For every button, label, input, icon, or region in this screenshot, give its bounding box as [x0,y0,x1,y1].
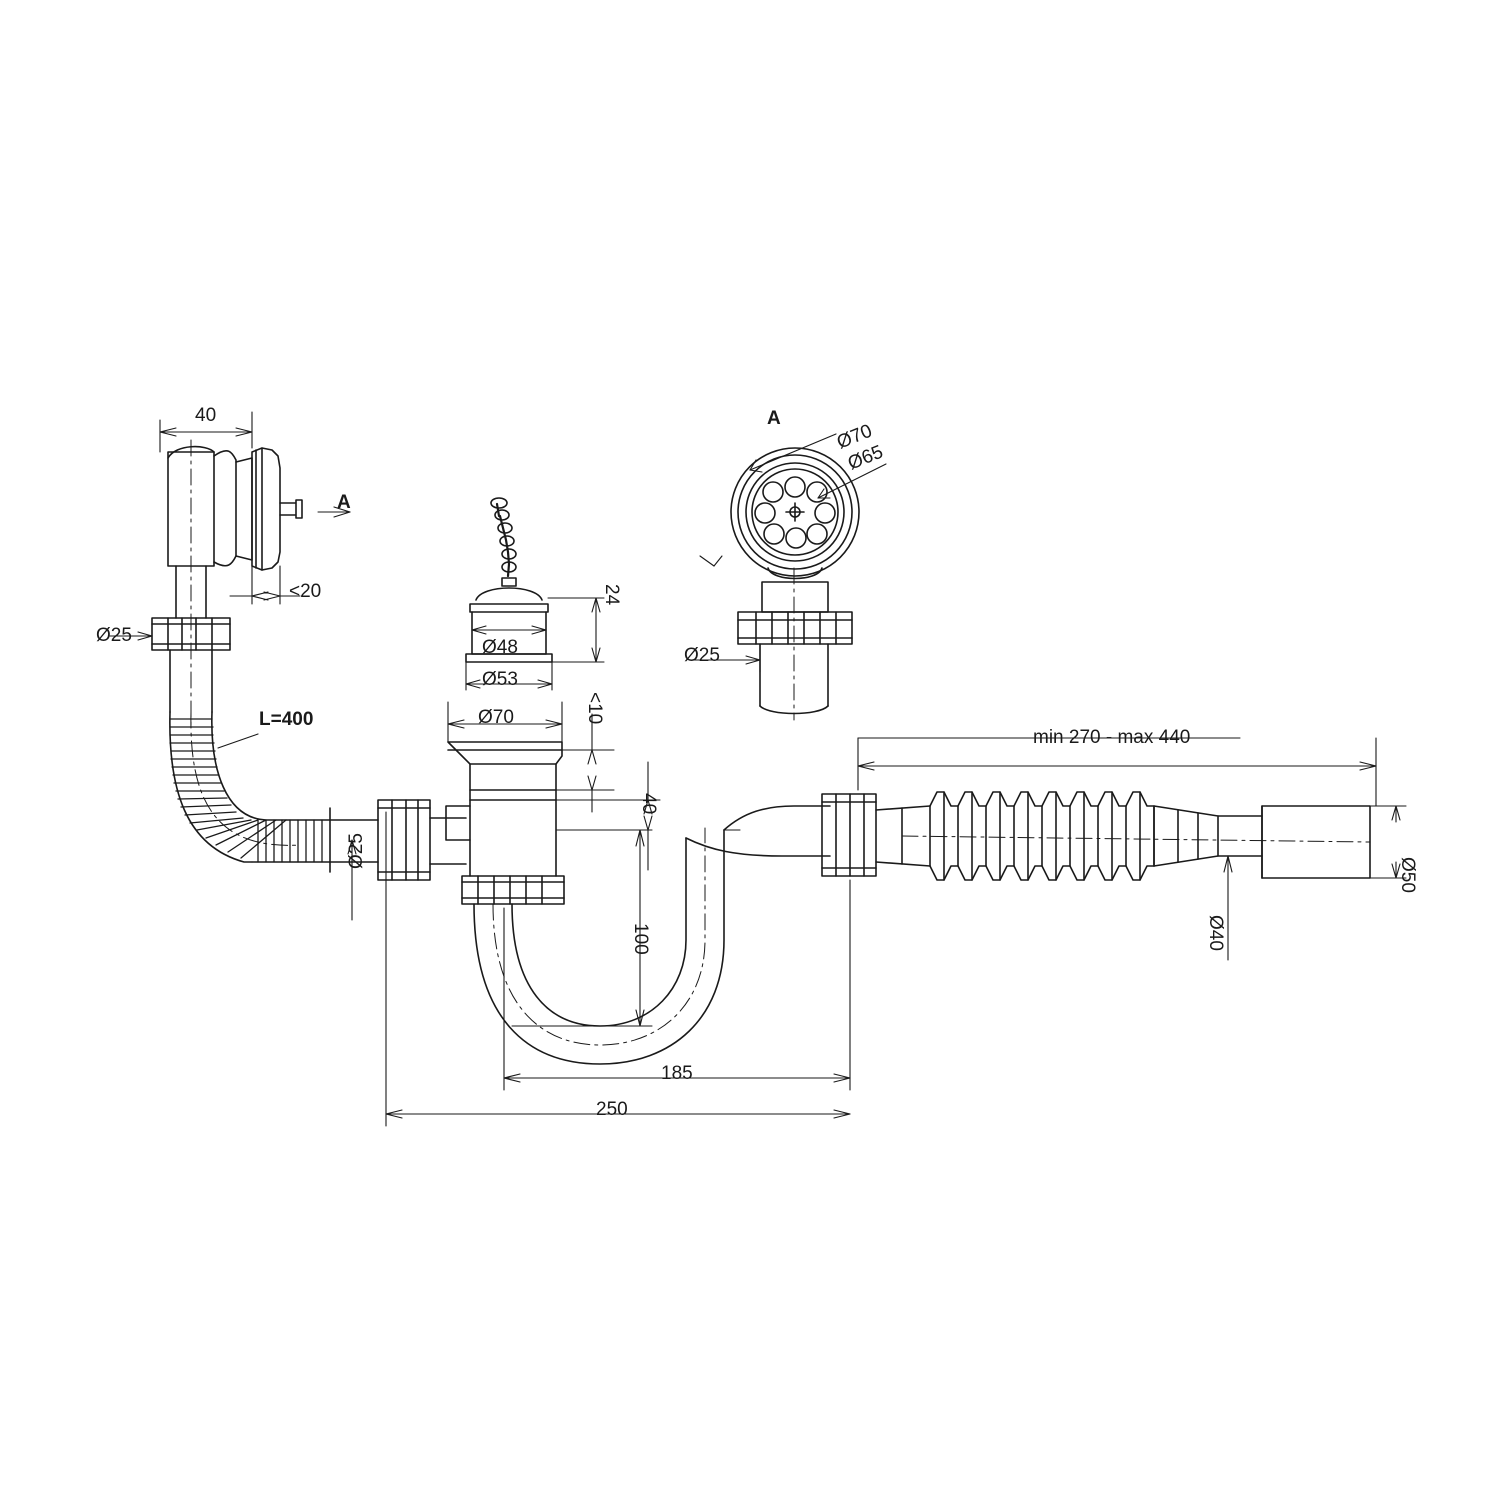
dim-d25-lower-left: Ø25 [346,833,367,869]
dim-d25-section: Ø25 [684,645,720,666]
dim-100: 100 [630,923,651,955]
dimension-lines [109,411,1407,1127]
section-union-nut [737,611,853,645]
dim-40-top: 40 [195,405,217,426]
dim-lt10: <10 [584,692,605,725]
trap-outer [473,829,725,1065]
union-nut-outlet [821,793,877,877]
dim-d48: Ø48 [482,637,518,658]
dim-d53: Ø53 [482,669,518,690]
outlet-pipe-50 [1261,805,1371,879]
dim-185: 185 [661,1063,693,1084]
dim-L400: L=400 [259,709,314,730]
dim-d50: Ø50 [1397,857,1418,893]
hose-inner-upper [211,711,331,821]
dim-lt20: <20 [289,581,322,602]
waste-body [469,763,557,877]
taper-adapter [1153,805,1219,867]
dim-40-mid: 40 [638,793,659,815]
dim-250: 250 [596,1099,628,1120]
dim-min-max: min 270 - max 440 [1033,727,1191,748]
plug-dome [475,587,543,601]
union-nut-upper [151,617,231,651]
trap-inner [511,837,687,1027]
section-label-a: A [767,408,781,429]
dim-24: 24 [601,584,622,606]
flexible-bellows [929,791,1155,881]
dim-d25-left: Ø25 [96,625,132,646]
section-a-grate [730,447,860,721]
waste-flange [447,741,563,765]
trap-outlet-top [723,805,831,831]
overflow-cap [251,447,281,571]
dim-d40: Ø40 [1205,915,1226,951]
overflow-body [167,451,215,567]
waste-thread-ring [461,875,565,905]
plug-with-chain [465,497,553,663]
overflow-screw [279,499,303,519]
union-nut-hose [377,799,431,881]
dim-d70-left: Ø70 [478,707,514,728]
section-arrow-label-a: A [337,492,351,513]
